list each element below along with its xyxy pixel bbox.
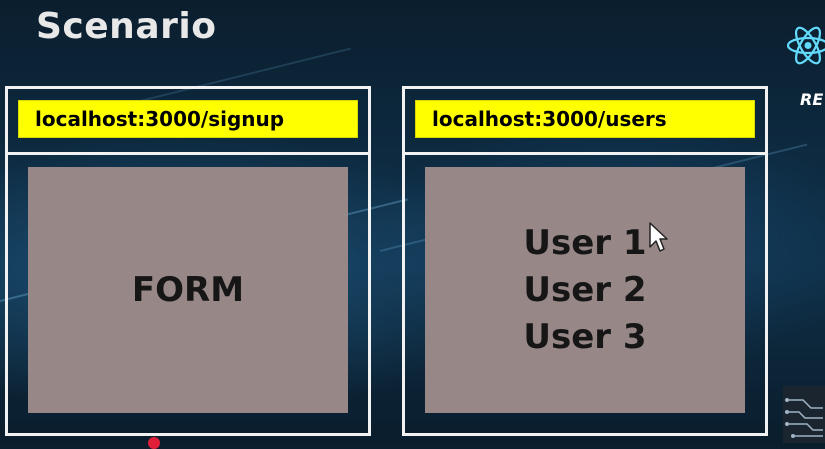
user-list-item: User 3: [523, 316, 647, 357]
address-row: localhost:3000/users: [405, 89, 765, 155]
recording-indicator: [148, 437, 160, 449]
form-label: FORM: [131, 270, 245, 310]
user-list-item: User 2: [523, 269, 647, 310]
circuit-icon: [783, 386, 825, 443]
users-url-bar: localhost:3000/users: [415, 100, 755, 138]
mouse-cursor-icon: [649, 222, 668, 252]
users-page-content: User 1 User 2 User 3: [425, 167, 745, 413]
signup-page-content: FORM: [28, 167, 348, 413]
user-list: User 1 User 2 User 3: [523, 220, 646, 361]
users-page-window: localhost:3000/users User 1 User 2 User …: [402, 86, 768, 436]
signup-url-bar: localhost:3000/signup: [18, 100, 358, 138]
slide-title: Scenario: [36, 6, 217, 47]
address-row: localhost:3000/signup: [8, 89, 368, 155]
brand-text: RE: [800, 90, 824, 109]
signup-page-window: localhost:3000/signup FORM: [5, 86, 371, 436]
react-logo-icon: [786, 26, 825, 65]
user-list-item: User 1: [523, 222, 647, 263]
